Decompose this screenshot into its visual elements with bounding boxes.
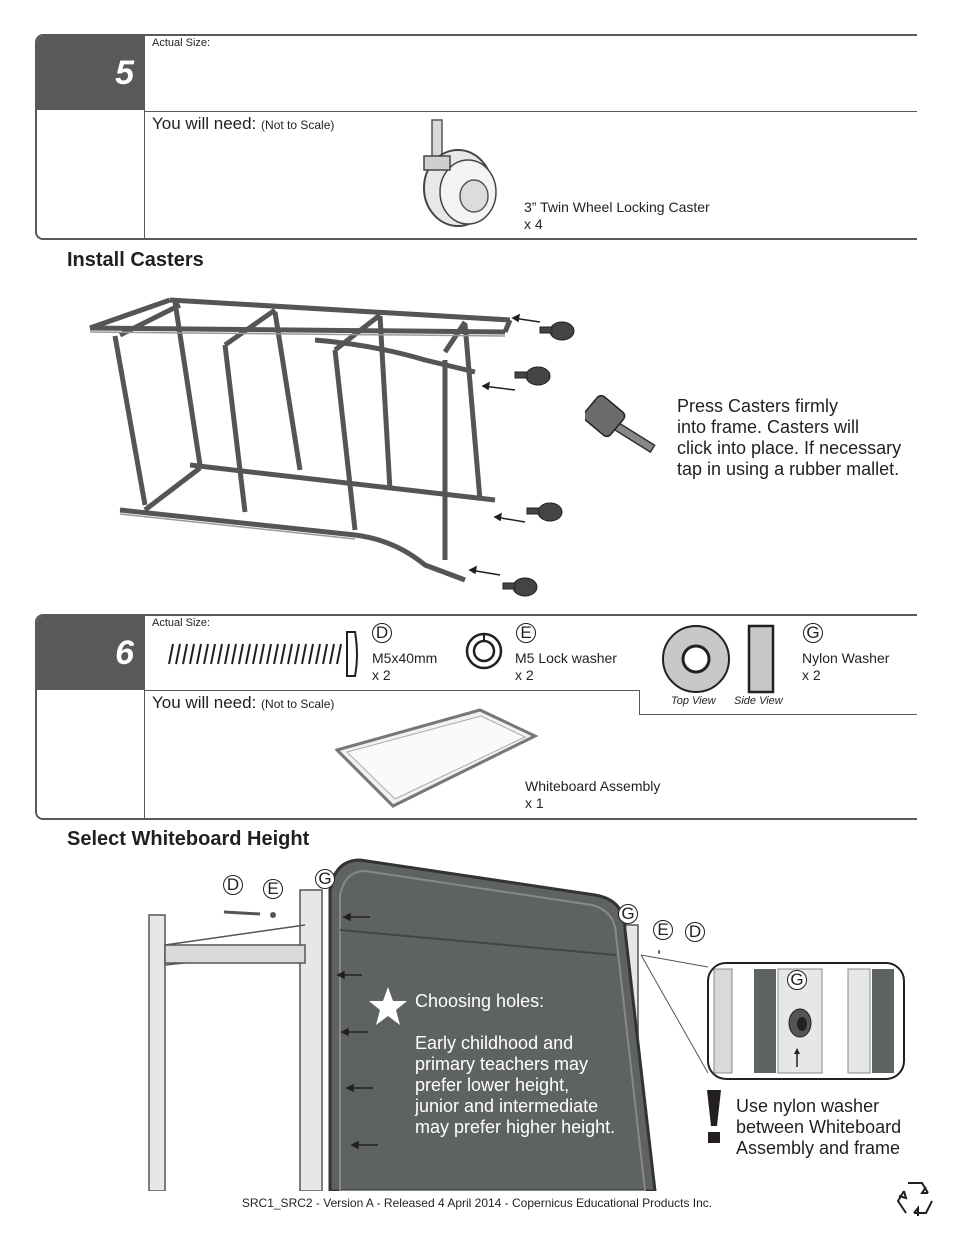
part-d-label: M5x40mm x 2	[372, 650, 438, 683]
callout-g-right: G	[618, 904, 638, 924]
whiteboard-icon	[335, 708, 539, 808]
star-icon	[369, 987, 407, 1025]
part-g-label: Nylon Washer x 2	[802, 650, 890, 683]
step6-you-will-need: You will need: (Not to Scale)	[152, 693, 335, 712]
top-view-label: Top View	[671, 695, 716, 707]
recycle-icon	[896, 1182, 933, 1216]
callout-e-left: E	[263, 879, 283, 899]
step6-actual-size: Actual Size:	[152, 617, 211, 629]
callout-d-left: D	[223, 875, 243, 895]
footer-text: SRC1_SRC2 - Version A - Released 4 April…	[241, 1196, 713, 1210]
part-d-letter: D	[372, 623, 392, 643]
nylon-washer-icon	[662, 624, 775, 694]
install-instruction: Press Casters firmly into frame. Casters…	[677, 396, 902, 479]
install-casters-title: Install Casters	[67, 249, 204, 271]
step5-you-will-need: You will need: (Not to Scale)	[152, 114, 335, 133]
callout-d-right: D	[685, 922, 705, 942]
part-e-label: M5 Lock washer x 2	[515, 650, 617, 683]
choosing-holes-text: Early childhood and primary teachers may…	[415, 1033, 616, 1137]
callout-e-right: E	[653, 920, 673, 940]
whiteboard-label: Whiteboard Assembly x 1	[525, 778, 661, 811]
bolt-icon	[168, 631, 358, 677]
nylon-washer-note: Use nylon washer between Whiteboard Asse…	[736, 1096, 902, 1158]
choosing-holes-title: Choosing holes:	[415, 991, 545, 1011]
whiteboard-frame-illustration	[148, 858, 660, 1191]
side-view-label: Side View	[734, 695, 783, 707]
caster-icon	[423, 119, 497, 227]
step5-actual-size: Actual Size:	[152, 37, 211, 49]
frame-illustration	[89, 297, 575, 597]
select-height-title: Select Whiteboard Height	[67, 828, 310, 850]
caster-label: 3” Twin Wheel Locking Caster x 4	[524, 199, 710, 232]
callout-g-detail: G	[787, 970, 807, 990]
mallet-icon	[585, 395, 656, 454]
nylon-washer-detail	[640, 954, 905, 1080]
exclamation-icon	[707, 1090, 721, 1143]
callout-g-left: G	[315, 869, 335, 889]
part-g-letter: G	[803, 623, 823, 643]
step5-number: 5	[37, 36, 144, 110]
lock-washer-icon	[465, 632, 503, 670]
step6-number: 6	[37, 616, 144, 690]
part-e-letter: E	[516, 623, 536, 643]
